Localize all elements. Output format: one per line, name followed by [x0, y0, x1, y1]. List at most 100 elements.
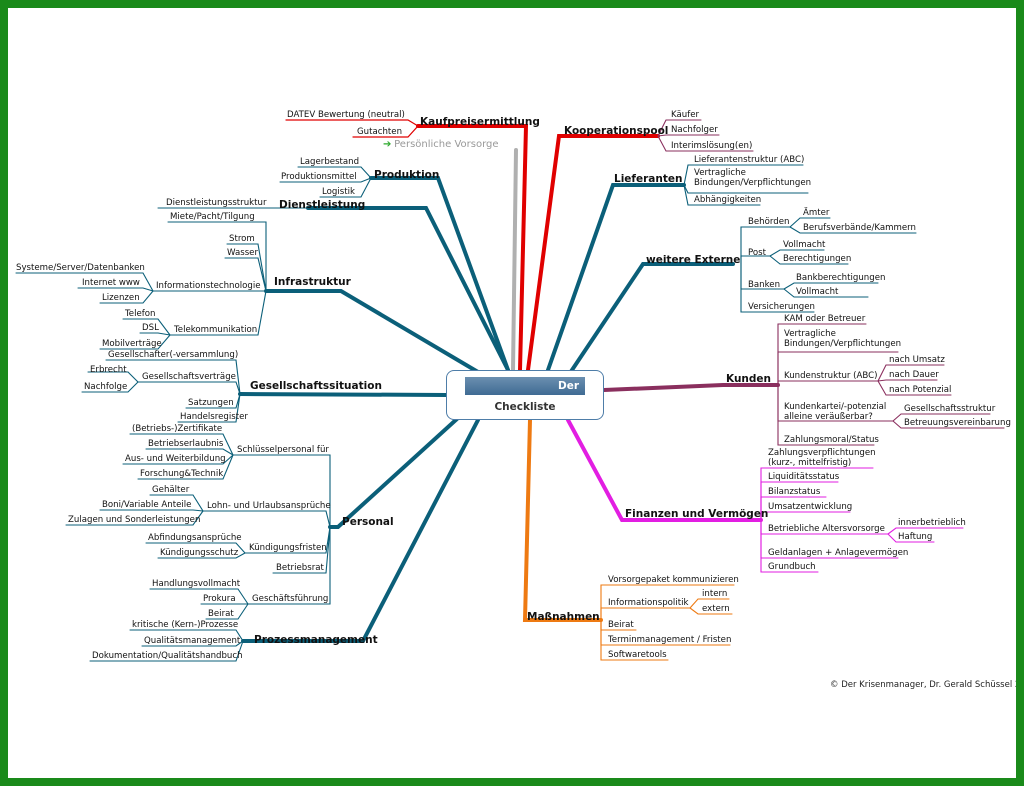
node-vertragliche-bindungen-kunden: Vertragliche Bindungen/Verpflichtungen [784, 329, 902, 349]
node-bankberechtigungen: Bankberechtigungen [796, 273, 886, 283]
main-branches [238, 124, 780, 643]
node-miete: Miete/Pacht/Tilgung [170, 212, 255, 222]
node-betreuungsvereinbarung: Betreuungsvereinbarung [904, 418, 1011, 428]
node-zahlungsverpflichtungen: Zahlungsverpflichtungen (kurz-, mittelfr… [768, 448, 876, 468]
node-bank-vollmacht: Vollmacht [796, 287, 839, 297]
node-berechtigungen: Berechtigungen [783, 254, 852, 264]
node-dokumentation: Dokumentation/Qualitätshandbuch [92, 651, 243, 661]
branch-weitere-externe: weitere Externe [646, 254, 741, 266]
node-satzungen: Satzungen [188, 398, 234, 408]
node-wasser: Wasser [227, 248, 258, 258]
node-informationstechnologie: Informationstechnologie [156, 281, 261, 291]
branch-produktion: Produktion [374, 169, 440, 181]
branch-massnahmen: Maßnahmen [527, 611, 600, 623]
branch-kunden: Kunden [726, 373, 772, 385]
node-gesellschafterversammlung: Gesellschafter(-versammlung) [108, 350, 239, 360]
node-altersvorsorge: Betriebliche Altersvorsorge [768, 524, 885, 534]
node-geldanlagen: Geldanlagen + Anlagevermögen [768, 548, 909, 558]
node-lieferantenstruktur: Lieferantenstruktur (ABC) [694, 155, 805, 165]
node-extern: extern [702, 604, 730, 614]
node-interimsloesung: Interimslösung(en) [671, 141, 753, 151]
node-forschung: Forschung&Technik [140, 469, 224, 479]
node-gesellschaftsvertraege: Gesellschaftsverträge [142, 372, 236, 382]
node-nachfolger: Nachfolger [671, 125, 718, 135]
branch-kooperationspool: Kooperationspool [564, 125, 669, 137]
node-umsatzentwicklung: Umsatzentwicklung [768, 502, 853, 512]
node-beirat-massnahmen: Beirat [608, 620, 634, 630]
node-datev: DATEV Bewertung (neutral) [287, 110, 405, 120]
node-versicherungen: Versicherungen [748, 302, 815, 312]
branch-prozessmanagement: Prozessmanagement [254, 634, 378, 646]
node-innerbetrieblich: innerbetrieblich [898, 518, 966, 528]
node-abhaengigkeiten: Abhängigkeiten [694, 195, 762, 205]
node-vorsorgepaket: Vorsorgepaket kommunizieren [608, 575, 739, 585]
node-systeme: Systeme/Server/Datenbanken [16, 263, 145, 273]
node-weiterbildung: Aus- und Weiterbildung [125, 454, 226, 464]
node-kaeufer: Käufer [671, 110, 700, 120]
node-kuendigungsschutz: Kündigungsschutz [160, 548, 239, 558]
node-erbrecht: Erbrecht [90, 365, 127, 375]
branch-kaufpreisermittlung: Kaufpreisermittlung [420, 116, 540, 128]
node-logistik: Logistik [322, 187, 355, 197]
node-gehaelter: Gehälter [152, 485, 190, 495]
node-schluesselpersonal: Schlüsselpersonal für [237, 445, 329, 455]
node-post: Post [748, 248, 766, 258]
branch-infrastruktur: Infrastruktur [274, 276, 351, 288]
node-abfindung: Abfindungsansprüche [148, 533, 242, 543]
node-terminmanagement: Terminmanagement / Fristen [608, 635, 732, 645]
center-title: Checkliste [494, 401, 556, 413]
node-qualitaetsmanagement: Qualitätsmanagement [144, 636, 241, 646]
node-gesellschaftsstruktur: Gesellschaftsstruktur [904, 404, 996, 414]
node-intern: intern [702, 589, 728, 599]
node-haftung: Haftung [898, 532, 933, 542]
branch-lines [15, 119, 1005, 662]
center-logo: Der Krisenmanager [465, 377, 585, 410]
node-vertragliche-bindungen-lief: Vertragliche Bindungen/Verpflichtungen [694, 168, 812, 188]
node-dienstleistungsstruktur: Dienstleistungsstruktur [166, 198, 267, 208]
node-lohn: Lohn- und Urlaubsansprüche [207, 501, 331, 511]
branch-lieferanten: Lieferanten [614, 173, 683, 185]
node-handlungsvollmacht: Handlungsvollmacht [152, 579, 241, 589]
node-kuendigungsfristen: Kündigungsfristen [249, 543, 327, 553]
node-behoerden: Behörden [748, 217, 790, 227]
node-kundenstruktur: Kundenstruktur (ABC) [784, 371, 878, 381]
node-boni: Boni/Variable Anteile [102, 500, 192, 510]
node-mobilvertraege: Mobilverträge [102, 339, 162, 349]
node-gutachten: Gutachten [357, 127, 403, 137]
node-lagerbestand: Lagerbestand [300, 157, 360, 167]
node-informationspolitik: Informationspolitik [608, 598, 689, 608]
branch-vorsorge: ➔ Persönliche Vorsorge [383, 139, 499, 150]
center-node: Der Krisenmanager Checkliste [446, 370, 604, 420]
node-handelsregister: Handelsregister [180, 412, 248, 422]
node-post-vollmacht: Vollmacht [783, 240, 826, 250]
node-aemter: Ämter [803, 208, 830, 218]
node-telefon: Telefon [125, 309, 156, 319]
node-betriebserlaubnis: Betriebserlaubnis [148, 439, 224, 449]
node-nach-umsatz: nach Umsatz [889, 355, 945, 365]
branch-personal: Personal [342, 516, 394, 528]
node-prokura: Prokura [203, 594, 236, 604]
node-bilanzstatus: Bilanzstatus [768, 487, 821, 497]
node-telekommunikation: Telekommunikation [174, 325, 258, 335]
copyright-text: © Der Krisenmanager, Dr. Gerald Schüssel… [830, 680, 1024, 690]
node-liquiditaetsstatus: Liquiditätsstatus [768, 472, 840, 482]
green-arrow-icon: ➔ [383, 139, 392, 150]
node-nach-dauer: nach Dauer [889, 370, 939, 380]
node-nachfolge: Nachfolge [84, 382, 128, 392]
node-banken: Banken [748, 280, 781, 290]
node-internet: Internet www [82, 278, 140, 288]
node-grundbuch: Grundbuch [768, 562, 816, 572]
node-geschaeftsfuehrung: Geschäftsführung [252, 594, 329, 604]
node-nach-potenzial: nach Potenzial [889, 385, 952, 395]
branch-dienstleistung: Dienstleistung [279, 199, 366, 211]
node-lizenzen: Lizenzen [102, 293, 140, 303]
node-beirat-gf: Beirat [208, 609, 234, 619]
node-dsl: DSL [142, 323, 159, 333]
node-kundenkartei: Kundenkartei/-potenzial alleine veräußer… [784, 402, 887, 422]
node-berufsverbaende: Berufsverbände/Kammern [803, 223, 916, 233]
node-zahlungsmoral: Zahlungsmoral/Status [784, 435, 879, 445]
branch-finanzen: Finanzen und Vermögen [625, 508, 769, 520]
node-strom: Strom [229, 234, 255, 244]
node-kernprozesse: kritische (Kern-)Prozesse [132, 620, 239, 630]
